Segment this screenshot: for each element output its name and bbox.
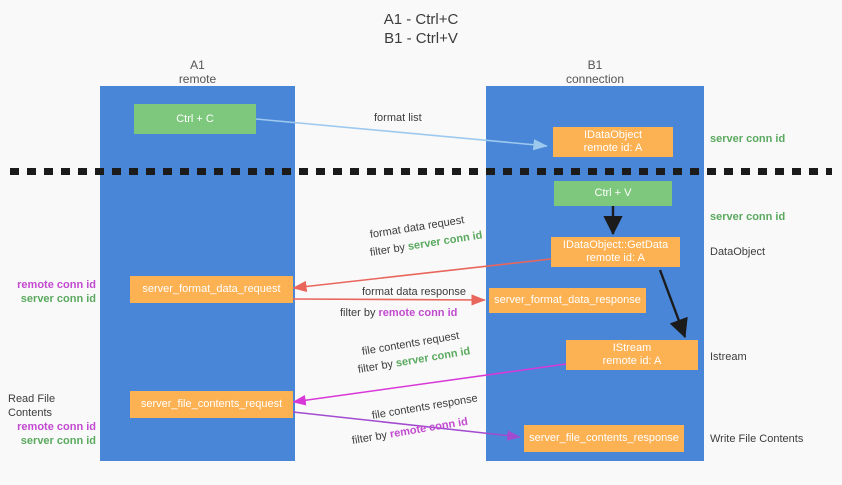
edge-label-format-list: format list xyxy=(374,112,422,124)
edge-label-format-data-response-filter: filter by remote conn id xyxy=(340,306,457,320)
edge-label-file-contents-response-filter: filter by remote conn id xyxy=(351,415,469,448)
title-line-1: A1 - Ctrl+C xyxy=(383,11,459,28)
filter-key-remote-conn-id-1: remote conn id xyxy=(378,307,458,319)
lane-left-sub: remote xyxy=(178,72,217,86)
box-server-file-contents-request[interactable]: server_file_contents_request xyxy=(130,391,293,418)
annotation-server-conn-id-second: server conn id xyxy=(710,211,786,223)
box-server-format-data-response[interactable]: server_format_data_response xyxy=(489,288,646,313)
annotation-read-file-contents: Read File Contents xyxy=(8,393,56,419)
box-istream[interactable]: IStream remote id: A xyxy=(566,340,698,370)
box-dataobject-create-line2: remote id: A xyxy=(583,142,643,154)
annotation-istream: Istream xyxy=(710,351,747,363)
annotation-remote-conn-id-2: remote conn id xyxy=(17,421,96,433)
annotation-server-conn-id-1: server conn id xyxy=(20,293,96,305)
box-ctrl-c[interactable]: Ctrl + C xyxy=(134,104,256,134)
lane-right-sub: connection xyxy=(565,72,625,86)
box-server-file-contents-response[interactable]: server_file_contents_response xyxy=(524,425,684,452)
edge-label-format-data-response: format data response xyxy=(362,286,466,298)
annotation-group-format: remote conn id server conn id xyxy=(8,278,96,306)
title-line-2: B1 - Ctrl+V xyxy=(384,30,458,47)
annotation-write-file-contents: Write File Contents xyxy=(710,433,804,445)
filter-prefix-1: filter by xyxy=(369,241,409,259)
box-ctrl-v[interactable]: Ctrl + V xyxy=(554,181,672,206)
filter-prefix-3: filter by xyxy=(357,357,397,376)
arrow-format-data-response xyxy=(292,294,486,306)
box-ctrl-v-label: Ctrl + V xyxy=(594,187,632,199)
box-server-file-contents-request-label: server_file_contents_request xyxy=(140,398,283,410)
box-dataobject-create[interactable]: IDataObject remote id: A xyxy=(553,127,673,157)
box-idataobject-getdata[interactable]: IDataObject::GetData remote id: A xyxy=(551,237,680,267)
phase-divider-dashed-line xyxy=(10,168,832,175)
box-idataobject-getdata-line2: remote id: A xyxy=(586,252,645,264)
filter-key-remote-conn-id-2: remote conn id xyxy=(388,415,469,441)
lane-header-left: A1 remote xyxy=(100,58,295,86)
box-istream-line1: IStream xyxy=(612,342,652,354)
lane-left-name: A1 xyxy=(190,58,205,72)
box-server-format-data-request[interactable]: server_format_data_request xyxy=(130,276,293,303)
annotation-group-file: Read File Contents remote conn id server… xyxy=(4,392,96,448)
box-istream-line2: remote id: A xyxy=(602,355,662,367)
box-ctrl-c-label: Ctrl + C xyxy=(176,112,214,125)
box-server-format-data-request-label: server_format_data_request xyxy=(142,283,281,295)
box-dataobject-create-line1: IDataObject xyxy=(583,129,643,141)
annotation-dataobject: DataObject xyxy=(710,246,766,258)
lane-header-right: B1 connection xyxy=(486,58,704,86)
box-server-format-data-response-label: server_format_data_response xyxy=(494,294,641,306)
box-idataobject-getdata-line1: IDataObject::GetData xyxy=(562,239,669,251)
annotation-server-conn-id-2: server conn id xyxy=(20,435,96,447)
page-title: A1 - Ctrl+C B1 - Ctrl+V xyxy=(0,10,842,48)
filter-prefix-2: filter by xyxy=(340,307,379,319)
annotation-remote-conn-id-1: remote conn id xyxy=(17,279,96,291)
filter-prefix-4: filter by xyxy=(351,428,391,447)
box-server-file-contents-response-label: server_file_contents_response xyxy=(529,432,679,444)
lane-right-name: B1 xyxy=(587,58,603,72)
annotation-server-conn-id-top: server conn id xyxy=(710,133,786,145)
